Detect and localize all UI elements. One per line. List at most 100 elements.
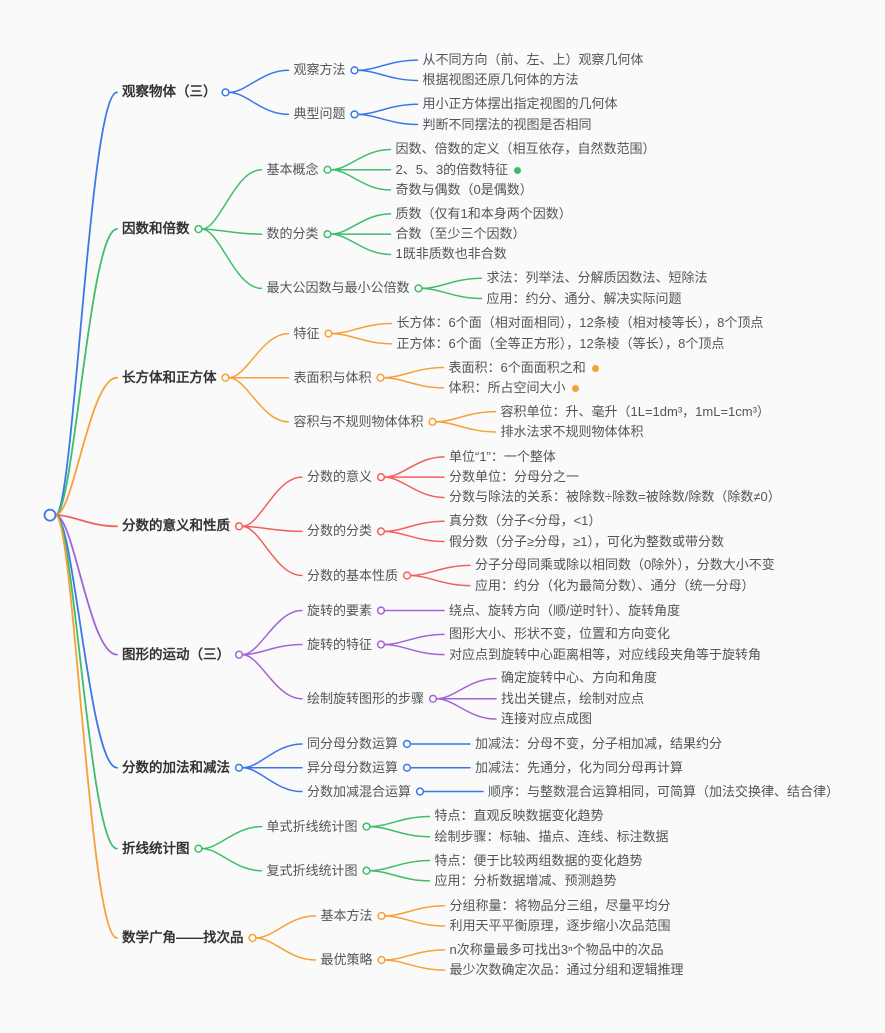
collapse-handle[interactable]	[324, 329, 333, 338]
topic-node[interactable]: 异分母分数运算	[307, 760, 398, 776]
topic-node[interactable]: 旋转的特征	[307, 637, 372, 653]
topic-node[interactable]: 表面积与体积	[293, 370, 371, 386]
leaf-node[interactable]: 连接对应点成图	[501, 711, 592, 727]
collapse-handle[interactable]	[376, 373, 385, 382]
leaf-node[interactable]: 假分数（分子≥分母，≥1），可化为整数或带分数	[449, 534, 724, 550]
collapse-handle[interactable]	[377, 911, 386, 921]
collapse-handle[interactable]	[323, 230, 332, 239]
collapse-handle[interactable]	[415, 787, 425, 796]
collapse-handle[interactable]	[376, 473, 386, 482]
collapse-handle[interactable]	[376, 640, 386, 649]
topic-node[interactable]: 数的分类	[266, 226, 318, 242]
collapse-handle[interactable]	[221, 88, 230, 97]
leaf-node[interactable]: 判断不同摆法的视图是否相同	[422, 117, 591, 133]
root-node[interactable]	[43, 508, 57, 522]
collapse-handle[interactable]	[362, 866, 371, 875]
collapse-handle[interactable]	[350, 66, 359, 75]
topic-node[interactable]: 容积与不规则物体体积	[293, 414, 423, 430]
topic-node[interactable]: 基本概念	[266, 162, 318, 178]
leaf-node[interactable]: 真分数（分子<分母，<1）	[449, 513, 601, 529]
leaf-node[interactable]: 用小正方体摆出指定视图的几何体	[422, 96, 617, 112]
collapse-handle[interactable]	[414, 284, 423, 293]
collapse-handle[interactable]	[376, 606, 386, 615]
leaf-node[interactable]: 最少次数确定次品：通过分组和逻辑推理	[449, 962, 683, 978]
topic-node[interactable]: 同分母分数运算	[307, 736, 398, 752]
collapse-handle[interactable]	[376, 527, 386, 536]
leaf-node[interactable]: 1既非质数也非合数	[395, 246, 506, 262]
leaf-node[interactable]: 图形大小、形状不变，位置和方向变化	[449, 626, 670, 642]
collapse-handle[interactable]	[377, 955, 386, 965]
leaf-node[interactable]: 确定旋转中心、方向和角度	[501, 670, 657, 686]
leaf-node[interactable]: 特点：便于比较两组数据的变化趋势	[434, 853, 642, 869]
collapse-handle[interactable]	[234, 522, 244, 531]
collapse-handle[interactable]	[428, 417, 437, 426]
topic-node[interactable]: 最优策略	[320, 952, 372, 968]
topic-node[interactable]: 观察方法	[293, 62, 345, 78]
leaf-node[interactable]: 体积：所占空间大小	[448, 380, 579, 396]
topic-node[interactable]: 最大公因数与最小公倍数	[266, 280, 409, 296]
leaf-node[interactable]: 根据视图还原几何体的方法	[422, 72, 578, 88]
branch-node[interactable]: 折线统计图	[122, 841, 190, 857]
leaf-node[interactable]: 2、5、3的倍数特征	[395, 162, 522, 178]
branch-node[interactable]: 观察物体（三）	[122, 84, 217, 100]
collapse-handle[interactable]	[234, 650, 244, 659]
branch-node[interactable]: 分数的加法和减法	[122, 760, 230, 776]
collapse-handle[interactable]	[221, 373, 230, 382]
leaf-node[interactable]: 分数单位：分母分之一	[449, 469, 579, 485]
topic-node[interactable]: 绘制旋转图形的步骤	[307, 691, 424, 707]
branch-node[interactable]: 分数的意义和性质	[122, 518, 230, 534]
leaf-node[interactable]: 分数与除法的关系：被除数÷除数=被除数/除数（除数≠0）	[449, 489, 781, 505]
leaf-node[interactable]: 应用：约分、通分、解决实际问题	[487, 291, 682, 307]
leaf-node[interactable]: 表面积：6个面面积之和	[448, 360, 599, 376]
collapse-handle[interactable]	[194, 844, 203, 853]
collapse-handle[interactable]	[350, 110, 359, 119]
leaf-node[interactable]: 合数（至少三个因数）	[395, 226, 525, 242]
collapse-handle[interactable]	[362, 822, 371, 831]
topic-node[interactable]: 典型问题	[293, 106, 345, 122]
leaf-node[interactable]: 找出关键点，绘制对应点	[501, 691, 644, 707]
collapse-handle[interactable]	[402, 739, 412, 749]
leaf-node[interactable]: 分子分母同乘或除以相同数（0除外），分数大小不变	[475, 557, 775, 573]
topic-node[interactable]: 单式折线统计图	[266, 819, 357, 835]
collapse-handle[interactable]	[234, 763, 244, 772]
leaf-node[interactable]: 顺序：与整数混合运算相同，可简算（加法交换律、结合律）	[488, 784, 839, 800]
branch-node[interactable]: 图形的运动（三）	[122, 647, 230, 663]
branch-node[interactable]: 长方体和正方体	[122, 370, 217, 386]
leaf-node[interactable]: 因数、倍数的定义（相互依存，自然数范围）	[395, 141, 655, 157]
topic-node[interactable]: 分数的分类	[307, 523, 372, 539]
leaf-node[interactable]: 分组称量：将物品分三组，尽量平均分	[449, 898, 670, 914]
branch-node[interactable]: 数学广角——找次品	[122, 930, 244, 946]
leaf-node[interactable]: 奇数与偶数（0是偶数）	[395, 182, 532, 198]
leaf-node[interactable]: 对应点到旋转中心距离相等，对应线段夹角等于旋转角	[449, 647, 761, 663]
branch-node[interactable]: 因数和倍数	[122, 221, 190, 237]
leaf-node[interactable]: 绘制步骤：标轴、描点、连线、标注数据	[434, 829, 668, 845]
leaf-node[interactable]: 加减法：先通分，化为同分母再计算	[475, 760, 683, 776]
leaf-node[interactable]: 加减法：分母不变，分子相加减，结果约分	[475, 736, 722, 752]
topic-node[interactable]: 分数加减混合运算	[307, 784, 411, 800]
collapse-handle[interactable]	[428, 694, 438, 703]
leaf-node[interactable]: 容积单位：升、毫升（1L=1dm³，1mL=1cm³）	[500, 404, 769, 420]
topic-node[interactable]: 特征	[293, 326, 319, 342]
collapse-handle[interactable]	[402, 571, 412, 580]
leaf-node[interactable]: n次称量最多可找出3ⁿ个物品中的次品	[449, 942, 663, 958]
collapse-handle[interactable]	[194, 224, 203, 234]
leaf-node[interactable]: 应用：分析数据增减、预测趋势	[434, 873, 616, 889]
collapse-handle[interactable]	[248, 933, 257, 943]
leaf-node[interactable]: 正方体：6个面（全等正方形），12条棱（等长），8个顶点	[396, 336, 724, 352]
leaf-node[interactable]: 长方体：6个面（相对面相同），12条棱（相对棱等长），8个顶点	[396, 315, 763, 331]
leaf-node[interactable]: 利用天平平衡原理，逐步缩小次品范围	[449, 918, 670, 934]
leaf-node[interactable]: 质数（仅有1和本身两个因数）	[395, 206, 571, 222]
collapse-handle[interactable]	[402, 763, 412, 772]
topic-node[interactable]: 分数的基本性质	[307, 568, 398, 584]
topic-node[interactable]: 旋转的要素	[307, 603, 372, 619]
leaf-node[interactable]: 从不同方向（前、左、上）观察几何体	[422, 52, 643, 68]
leaf-node[interactable]: 特点：直观反映数据变化趋势	[434, 808, 603, 824]
topic-node[interactable]: 基本方法	[320, 908, 372, 924]
collapse-handle[interactable]	[323, 165, 332, 174]
leaf-node[interactable]: 求法：列举法、分解质因数法、短除法	[487, 270, 708, 286]
leaf-node[interactable]: 应用：约分（化为最简分数）、通分（统一分母）	[475, 578, 755, 594]
topic-node[interactable]: 复式折线统计图	[266, 863, 357, 879]
leaf-node[interactable]: 绕点、旋转方向（顺/逆时针）、旋转角度	[449, 603, 680, 619]
topic-node[interactable]: 分数的意义	[307, 469, 372, 485]
leaf-node[interactable]: 排水法求不规则物体体积	[500, 424, 643, 440]
